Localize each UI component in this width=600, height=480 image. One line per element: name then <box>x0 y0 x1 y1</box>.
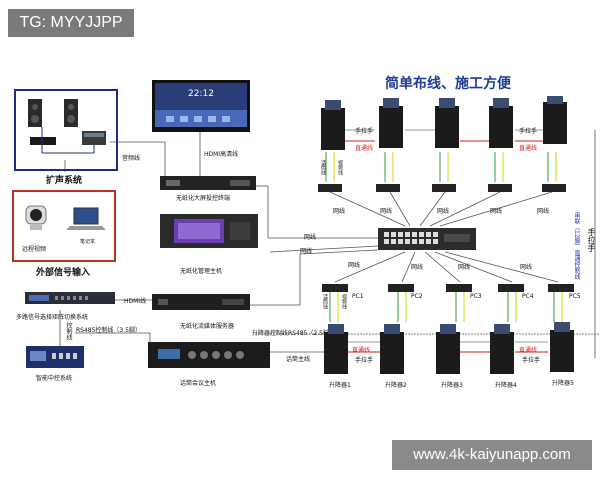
mic-trunk-label: 话筒主线 <box>286 356 311 363</box>
lifter-label-3: 升降器3 <box>441 382 463 389</box>
management-host-icon <box>160 214 258 248</box>
network-label-top-3: 网线 <box>437 208 450 215</box>
network-label-bot-2: 网线 <box>411 264 424 271</box>
bottom-pc-row <box>322 284 574 292</box>
audio-system-label: 扩声系统 <box>46 176 83 186</box>
network-line-label-2: 网线 <box>300 248 313 255</box>
rs485-label: RS485控制线（3.5脚） <box>76 327 141 334</box>
media-server-icon <box>152 294 250 310</box>
audio-system-box <box>14 89 118 171</box>
top-pc-row <box>318 184 566 192</box>
central-control-label: 智能中控系统 <box>36 375 73 382</box>
lifter-label-5: 升降器5 <box>552 380 574 387</box>
lifter-label-4: 升降器4 <box>495 382 517 389</box>
management-host-label: 无纸化管理主机 <box>180 268 223 275</box>
media-server-label: 无纸化流媒体服务器 <box>180 323 235 330</box>
matrix-label: 多路信号选择矩阵切换系统 <box>16 314 89 321</box>
mic-line-label-bot: 话筒线 <box>322 294 328 309</box>
network-label-bot-1: 网线 <box>348 262 361 269</box>
remote-video-box: 远程视频 笔记本 <box>12 190 116 262</box>
hand-pull-label-top-2: 手拉手 <box>519 128 538 135</box>
network-label-top-1: 网线 <box>333 208 346 215</box>
hand-pull-label-top-1: 手拉手 <box>355 128 374 135</box>
top-lifters-row <box>321 96 567 150</box>
direct-line-label-bot-1: 直通线 <box>352 347 371 354</box>
remote-video-label: 远程视频 <box>22 246 47 253</box>
direct-line-label-bot-2: 直通线 <box>519 347 538 354</box>
pc-label-5: PC5 <box>569 293 581 300</box>
direct-line-label-top-2: 直通线 <box>519 145 538 152</box>
laptop-label: 笔记本 <box>80 239 96 245</box>
hdmi-line-label: HDMI线 <box>124 298 147 305</box>
lift-control-label: 升降器控制线RS485（2.5脚） <box>252 330 335 337</box>
hand-pull-label-bot-1: 手拉手 <box>355 357 374 364</box>
camera-laptop-icon <box>25 205 106 230</box>
hdmi-hd-label: HDMI高清线 <box>204 151 239 158</box>
lifter-label-2: 升降器2 <box>385 382 407 389</box>
network-label-top-4: 网线 <box>490 208 503 215</box>
pc-label-3: PC3 <box>470 293 482 300</box>
bottom-lifters-row <box>324 322 574 374</box>
pc-label-2: PC2 <box>411 293 423 300</box>
external-input-label: 外部信号输入 <box>36 268 91 278</box>
serial-control-label: 串联（12脚）直通控制线 <box>573 212 580 280</box>
watermark-top: TG: MYYJJPP <box>8 9 134 37</box>
conference-host-label: 话筒会议主机 <box>180 380 217 387</box>
pc-label-1: PC1 <box>352 293 364 300</box>
wireless-terminal-label: 无纸化大屏投控终端 <box>176 195 231 202</box>
network-label-top-2: 网线 <box>380 208 393 215</box>
conference-host-icon <box>148 342 270 368</box>
wireless-terminal-icon <box>160 176 256 190</box>
network-switch-icon <box>378 228 476 250</box>
hand-pull-label-right: 手拉手 <box>587 228 596 252</box>
mic-line-label-top: 话筒线 <box>320 160 326 175</box>
network-label-bot-3: 网线 <box>458 264 471 271</box>
network-label-top-5: 网线 <box>537 208 550 215</box>
large-display-icon <box>152 80 250 132</box>
matrix-switcher-icon <box>25 292 115 304</box>
audio-equipment-icon <box>28 99 106 154</box>
screen-time: 22:12 <box>188 89 214 99</box>
video-line-label-bot: 视频线 <box>341 294 347 309</box>
diagram-title: 简单布线、施工方便 <box>385 76 511 92</box>
lifter-label-1: 升降器1 <box>329 382 351 389</box>
network-line-label-1: 网线 <box>304 234 317 241</box>
audio-line-label: 音频线 <box>122 155 141 162</box>
video-line-label-top: 视频线 <box>337 160 343 175</box>
central-control-icon <box>26 346 84 368</box>
direct-line-label-top-1: 直通线 <box>355 145 374 152</box>
network-label-bot-4: 网线 <box>520 264 533 271</box>
pc-label-4: PC4 <box>522 293 534 300</box>
watermark-bottom: www.4k-kaiyunapp.com <box>392 440 592 470</box>
hand-pull-label-bot-2: 手拉手 <box>522 357 541 364</box>
control-line-label: 控制线 <box>65 322 72 340</box>
